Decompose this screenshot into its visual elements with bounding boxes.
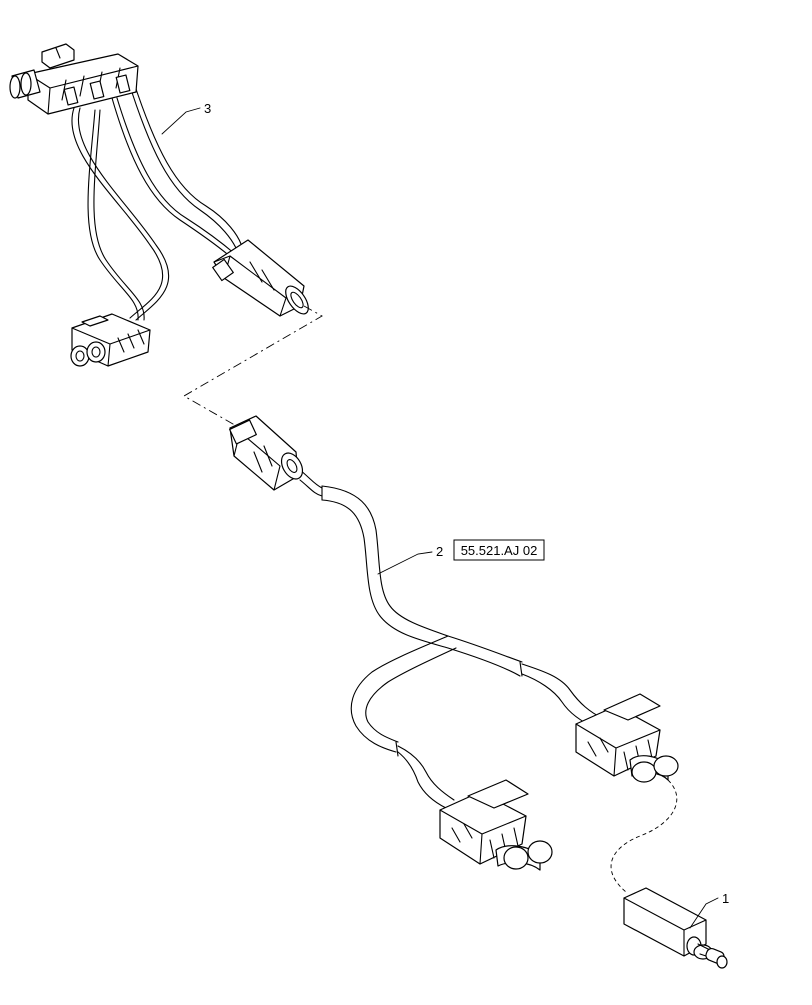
harness-3-wires xyxy=(71,79,242,321)
callout-item-1: 1 xyxy=(722,891,729,906)
cylindrical-connector xyxy=(212,239,309,317)
multi-pin-connector xyxy=(9,43,139,115)
reference-box xyxy=(453,539,545,561)
connection-line-upper xyxy=(183,305,323,429)
two-pin-connector-left xyxy=(70,313,151,367)
weatherpack-connector-left xyxy=(439,779,553,871)
callout-item-2: 2 xyxy=(436,544,443,559)
dt-connector xyxy=(229,415,304,491)
harness-2-trunk xyxy=(321,485,523,757)
connection-line-lower xyxy=(610,779,678,893)
leader-item-1 xyxy=(689,897,719,929)
harness-2-wires xyxy=(299,469,603,809)
harness-item-3: 3 xyxy=(9,43,309,367)
reference-box-text: 55.521.AJ 02 xyxy=(461,543,538,558)
leader-item-3 xyxy=(161,107,201,135)
callout-item-3: 3 xyxy=(204,101,211,116)
switch-item-1: 1 xyxy=(623,887,729,969)
leader-item-2 xyxy=(377,551,433,575)
weatherpack-connector-right xyxy=(575,693,679,783)
harness-item-2: 2 55.521.AJ 02 xyxy=(229,415,679,871)
